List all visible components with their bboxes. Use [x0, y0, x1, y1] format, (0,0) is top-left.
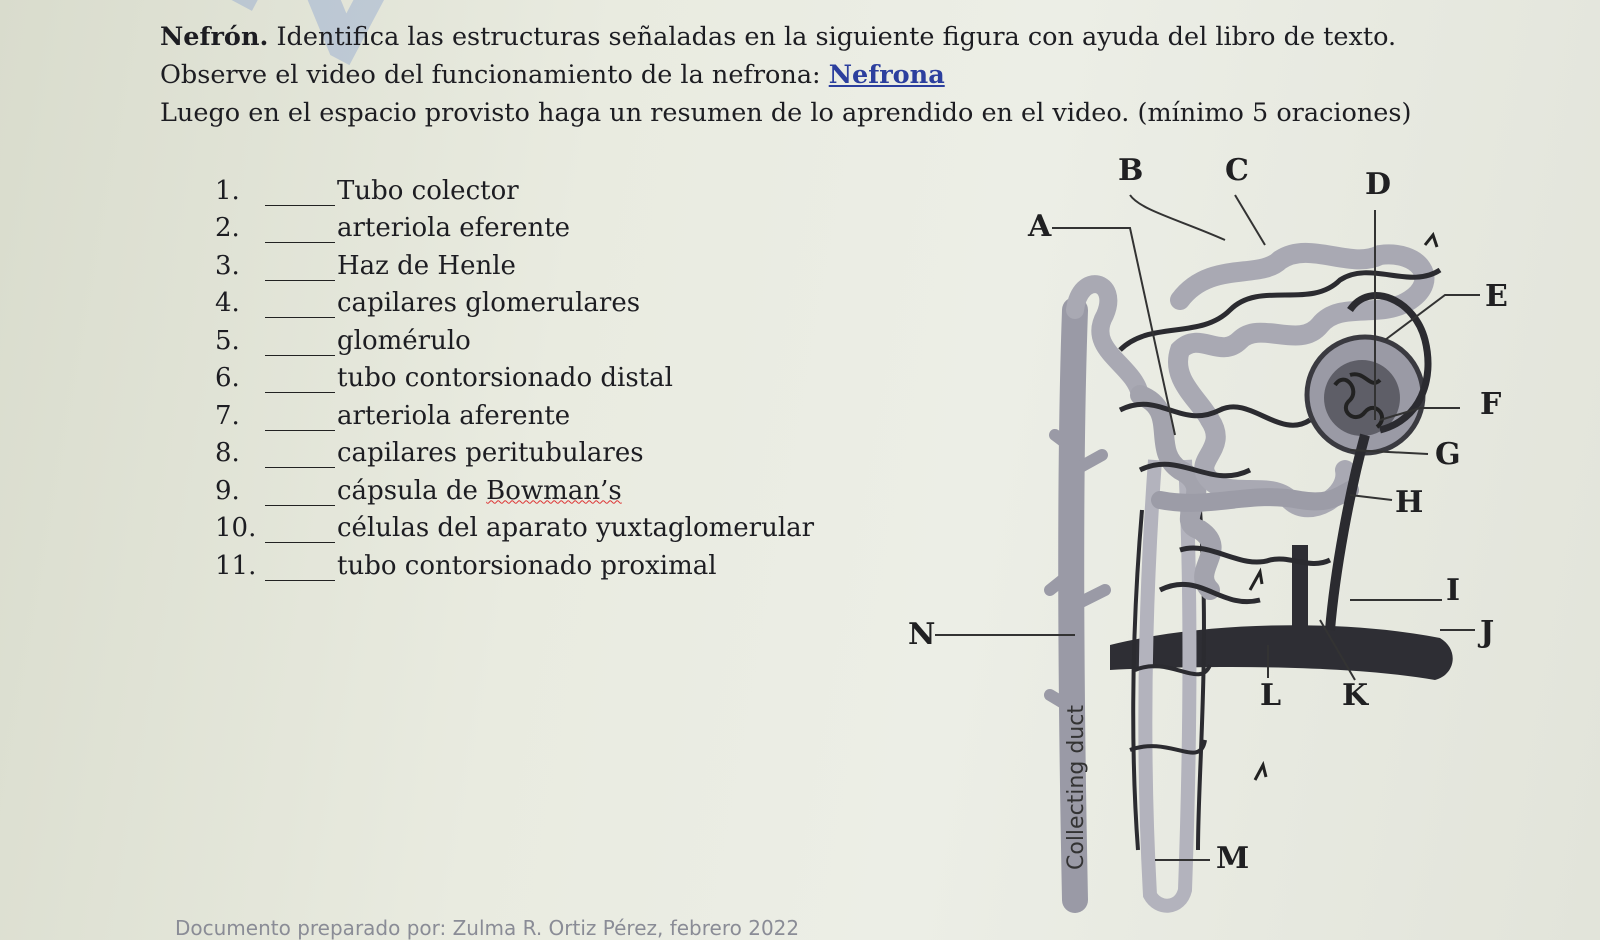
video-instruction: Observe el video del funcionamiento de l…	[160, 60, 821, 90]
item-number: 9.	[215, 475, 240, 506]
label-C: C	[1225, 153, 1249, 188]
spellcheck-word: Bowman’s	[486, 475, 622, 506]
renal-vessel	[1110, 625, 1453, 680]
instruction-line-1: Nefrón. Identifica las estructuras señal…	[160, 18, 1580, 56]
item-number: 1.	[215, 175, 240, 206]
vasa-recta	[1129, 509, 1212, 851]
item-text: Tubo colector	[337, 175, 519, 206]
item-text: células del aparato yuxtaglomerular	[337, 513, 815, 543]
afferent-arteriole	[1325, 433, 1370, 631]
label-B: B	[1118, 153, 1143, 188]
item-text: capilares glomerulares	[337, 288, 641, 318]
item-number: 11.	[215, 550, 257, 581]
nephron-diagram: A B C D E F G H I J K L M N Collecting d…	[908, 153, 1508, 913]
item-number: 5.	[215, 325, 240, 356]
label-E: E	[1485, 279, 1508, 314]
answer-blank[interactable]	[265, 406, 335, 431]
item-text-part: cápsula de	[337, 475, 478, 506]
list-item: 10. células del aparato yuxtaglomerular	[215, 506, 815, 543]
peritubular-capillaries	[1118, 267, 1442, 605]
list-item: 6. tubo contorsionado distal	[215, 356, 814, 393]
answer-blank[interactable]	[265, 518, 335, 543]
item-text: tubo contorsionado distal	[337, 363, 673, 393]
instruction-line-3: Luego en el espacio provisto haga un res…	[160, 98, 1412, 128]
item-text: cápsula de Bowman’s	[337, 476, 622, 506]
label-D: D	[1365, 167, 1391, 202]
tubule-segment	[1151, 481, 1359, 512]
answer-blank[interactable]	[265, 443, 335, 468]
list-item: 3. Haz de Henle	[215, 243, 814, 281]
label-I: I	[1446, 573, 1460, 608]
label-N: N	[908, 617, 935, 652]
instruction-text: Identifica las estructuras señaladas en …	[276, 22, 1397, 52]
nefrona-video-link[interactable]: Nefrona	[828, 60, 945, 90]
instructions: Nefrón. Identifica las estructuras señal…	[160, 18, 1580, 132]
label-J: J	[1477, 615, 1494, 650]
item-text: arteriola aferente	[337, 400, 571, 431]
answer-blank[interactable]	[265, 481, 335, 506]
section-title: Nefrón.	[160, 22, 269, 52]
list-item: 2. arteriola eferente	[215, 206, 814, 243]
answer-blank[interactable]	[265, 368, 335, 393]
instruction-line-2: Observe el video del funcionamiento de l…	[160, 56, 1580, 94]
answer-blank[interactable]	[265, 256, 335, 281]
leader-lines	[935, 194, 1480, 861]
collecting-duct	[1058, 297, 1088, 913]
item-text: tubo contorsionado proximal	[337, 550, 717, 581]
list-item: 8. capilares peritubulares	[215, 431, 814, 468]
item-number: 3.	[215, 250, 240, 281]
label-K: K	[1342, 678, 1369, 713]
answer-blank[interactable]	[265, 293, 335, 318]
item-text: Haz de Henle	[337, 250, 516, 281]
item-text: arteriola eferente	[337, 213, 571, 243]
connecting-tubule	[1066, 275, 1149, 404]
item-number: 6.	[215, 363, 240, 393]
glomerular-capillaries	[1333, 372, 1385, 429]
item-number: 2.	[215, 213, 240, 243]
list-item: 1. Tubo colector	[215, 168, 814, 206]
list-item: 4. capilares glomerulares	[215, 281, 814, 318]
item-number: 4.	[215, 288, 240, 318]
answer-list: 1. Tubo colector 2. arteriola eferente 3. H…	[215, 168, 814, 581]
label-A: A	[1027, 209, 1052, 244]
efferent-arteriole	[1347, 292, 1432, 434]
item-number: 7.	[215, 400, 240, 431]
answer-blank[interactable]	[265, 331, 335, 356]
item-text: capilares peritubulares	[337, 438, 644, 468]
item-text: glomérulo	[337, 325, 471, 356]
list-item: 5. glomérulo	[215, 318, 814, 356]
label-M: M	[1216, 841, 1249, 876]
label-F: F	[1480, 387, 1501, 422]
label-G: G	[1435, 437, 1461, 472]
collecting-duct-branches	[1044, 429, 1111, 716]
loop-of-henle	[1138, 459, 1197, 913]
label-H: H	[1395, 485, 1423, 520]
list-item: 11. tubo contorsionado proximal	[215, 543, 814, 581]
answer-blank[interactable]	[265, 556, 335, 581]
collecting-duct-label: Collecting duct	[1064, 705, 1089, 870]
flow-arrow	[1248, 567, 1268, 781]
list-item: 7. arteriola aferente	[215, 393, 814, 431]
document-footer: Documento preparado por: Zulma R. Ortiz …	[175, 916, 800, 940]
list-item: 9. cápsula de Bowman’s	[215, 468, 814, 506]
answer-blank[interactable]	[265, 181, 335, 206]
item-number: 8.	[215, 438, 240, 468]
answer-blank[interactable]	[265, 218, 335, 243]
proximal-convoluted-tubule	[1168, 242, 1435, 518]
flow-arrow	[1423, 231, 1439, 248]
item-number: 10.	[215, 513, 257, 543]
label-L: L	[1260, 678, 1281, 713]
